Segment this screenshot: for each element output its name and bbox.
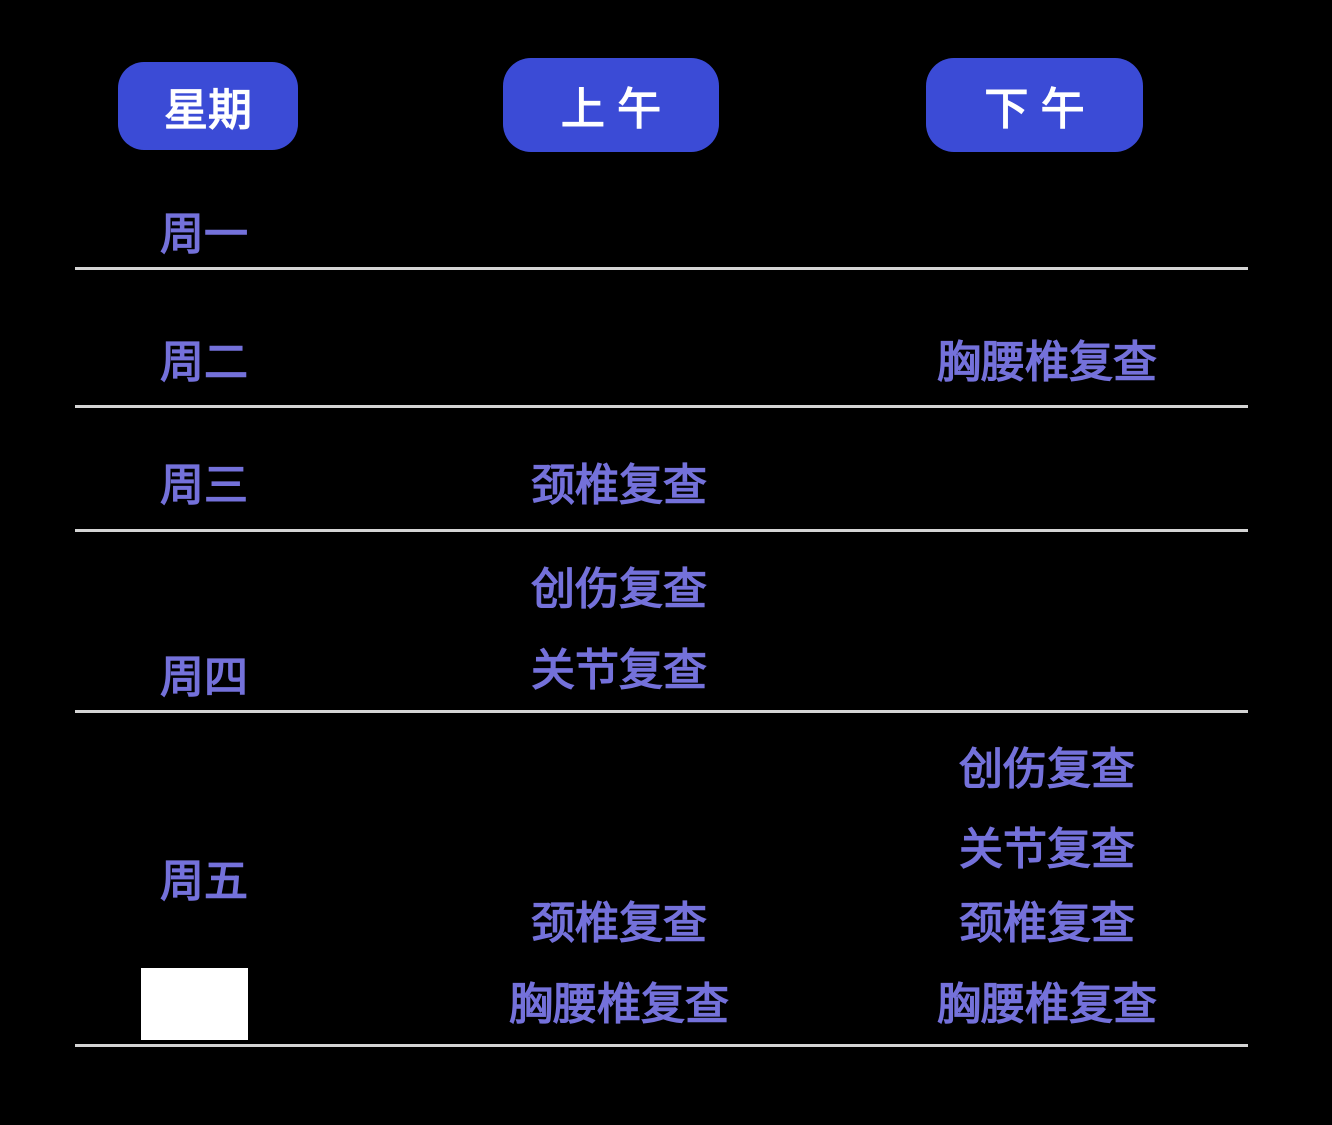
day-label-monday: 周一 (160, 210, 248, 259)
cell-friday-morning-1: 胸腰椎复查 (509, 980, 729, 1029)
row-divider (75, 529, 1248, 532)
day-label-tuesday: 周二 (160, 338, 248, 387)
day-label-thursday: 周四 (160, 653, 248, 702)
row-divider (75, 267, 1248, 270)
cell-thursday-morning-1: 关节复查 (531, 646, 707, 695)
header-pill-morning: 上 午 (503, 58, 719, 152)
header-pill-week: 星期 (118, 62, 298, 150)
row-divider (75, 1044, 1248, 1047)
cell-thursday-morning-0: 创伤复查 (531, 565, 707, 614)
day-label-friday: 周五 (160, 857, 248, 906)
cell-wednesday-morning-0: 颈椎复查 (531, 461, 707, 510)
cell-friday-afternoon-2: 颈椎复查 (959, 899, 1135, 948)
cell-tuesday-afternoon-0: 胸腰椎复查 (937, 338, 1157, 387)
row-divider (75, 405, 1248, 408)
white-mask-rectangle (141, 968, 248, 1040)
cell-friday-afternoon-3: 胸腰椎复查 (937, 980, 1157, 1029)
cell-friday-morning-0: 颈椎复查 (531, 899, 707, 948)
cell-friday-afternoon-1: 关节复查 (959, 825, 1135, 874)
day-label-wednesday: 周三 (160, 461, 248, 510)
header-pill-afternoon: 下 午 (926, 58, 1143, 152)
cell-friday-afternoon-0: 创伤复查 (959, 745, 1135, 794)
row-divider (75, 710, 1248, 713)
